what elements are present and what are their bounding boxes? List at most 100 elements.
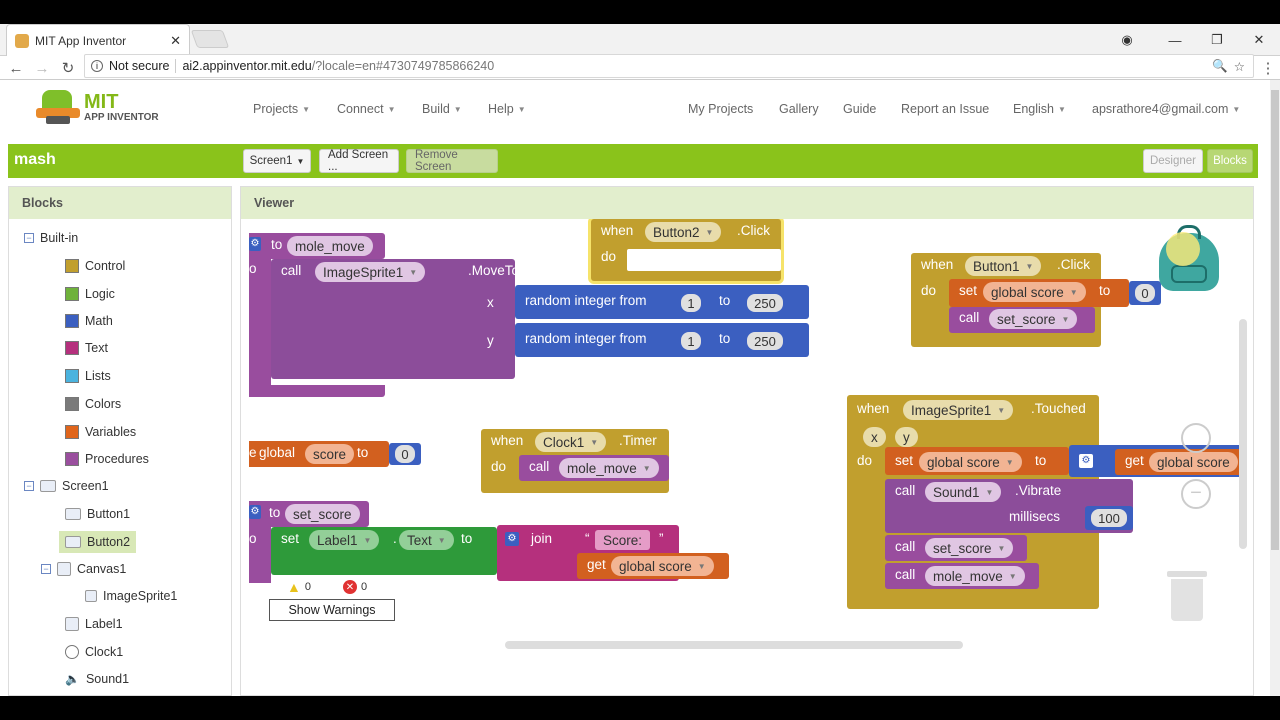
- menu-dots-icon[interactable]: ⋮: [1260, 60, 1276, 77]
- set-score-select[interactable]: set_score▼: [925, 538, 1014, 558]
- designer-button[interactable]: Designer: [1143, 149, 1203, 173]
- score-text-value[interactable]: Score:: [595, 530, 651, 550]
- global-score-select[interactable]: global score▼: [611, 556, 714, 576]
- tree-procedures[interactable]: Procedures: [65, 448, 149, 470]
- blocks-button[interactable]: Blocks: [1207, 149, 1253, 173]
- button-icon: [65, 508, 81, 520]
- random-y-max[interactable]: 250: [747, 332, 783, 350]
- collapse-icon[interactable]: −: [41, 564, 51, 574]
- global-score-select[interactable]: global score▼: [919, 452, 1022, 472]
- set-score-select[interactable]: set_score▼: [989, 309, 1078, 329]
- sprite-select[interactable]: ImageSprite1▼: [315, 262, 426, 282]
- tree-screen1[interactable]: −Screen1: [24, 475, 109, 497]
- forward-icon[interactable]: →: [34, 59, 50, 77]
- tree-math[interactable]: Math: [65, 310, 113, 332]
- mole-move-select[interactable]: mole_move▼: [559, 458, 659, 478]
- tree-logic[interactable]: Logic: [65, 283, 115, 305]
- browser-tab[interactable]: MIT App Inventor ✕: [6, 24, 190, 56]
- link-guide[interactable]: Guide: [843, 102, 877, 116]
- menu-language[interactable]: English▼: [1013, 102, 1066, 116]
- procedure-name-set-score[interactable]: set_score: [285, 504, 360, 524]
- link-gallery[interactable]: Gallery: [779, 102, 819, 116]
- page-scrollbar-thumb[interactable]: [1271, 90, 1279, 550]
- bookmark-star-icon[interactable]: ☆: [1233, 59, 1245, 74]
- tree-sound1[interactable]: 🔈Sound1: [65, 672, 130, 686]
- close-window-icon[interactable]: ✕: [1253, 32, 1265, 47]
- add-screen-button[interactable]: Add Screen ...: [319, 149, 399, 173]
- address-bar[interactable]: i Not secure ai2.appinventor.mit.edu/?lo…: [84, 54, 1254, 78]
- show-warnings-button[interactable]: Show Warnings: [269, 599, 395, 621]
- tree-lists[interactable]: Lists: [65, 365, 111, 387]
- zoom-out-icon[interactable]: −: [1181, 479, 1211, 509]
- tree-label1[interactable]: Label1: [65, 613, 123, 635]
- warning-indicator[interactable]: ▲0 ✕0: [287, 579, 368, 595]
- to-label: to: [461, 531, 473, 546]
- tree-text[interactable]: Text: [65, 337, 108, 359]
- button1-select[interactable]: Button1▼: [965, 256, 1042, 276]
- zero-value[interactable]: 0: [395, 445, 415, 463]
- param-y[interactable]: y: [895, 427, 918, 447]
- call-label: call: [895, 483, 916, 498]
- button2-select[interactable]: Button2▼: [645, 222, 722, 242]
- app-inventor-logo-icon[interactable]: [36, 90, 80, 126]
- tree-colors[interactable]: Colors: [65, 393, 121, 415]
- tree-builtin[interactable]: −Built-in: [24, 227, 78, 249]
- screen-select[interactable]: Screen1▼: [243, 149, 311, 173]
- link-my-projects[interactable]: My Projects: [688, 102, 754, 116]
- x-arg-label: x: [487, 295, 494, 310]
- random-y-min[interactable]: 1: [681, 332, 701, 350]
- menu-build[interactable]: Build▼: [422, 102, 462, 116]
- tree-variables[interactable]: Variables: [65, 421, 136, 443]
- blocks-workspace[interactable]: ⚙ to mole_move o call ImageSprite1▼ .Mov…: [249, 219, 1247, 695]
- hundred-value[interactable]: 100: [1091, 509, 1127, 527]
- score-name-field[interactable]: score: [305, 444, 355, 464]
- tree-canvas1[interactable]: −Canvas1: [41, 558, 126, 580]
- random-x-min[interactable]: 1: [681, 294, 701, 312]
- remove-screen-button[interactable]: Remove Screen: [406, 149, 498, 173]
- menu-projects[interactable]: Projects▼: [253, 102, 311, 116]
- collapse-icon[interactable]: −: [24, 481, 34, 491]
- dot-label: .: [393, 531, 397, 546]
- tree-button1[interactable]: Button1: [65, 503, 130, 525]
- label1-select[interactable]: Label1▼: [309, 530, 380, 550]
- set-label: set: [959, 283, 978, 298]
- profile-icon[interactable]: ◉: [1121, 32, 1133, 47]
- do-label: do: [601, 249, 617, 264]
- global-score-select[interactable]: global score: [1149, 452, 1238, 472]
- random-x-max[interactable]: 250: [747, 294, 783, 312]
- menu-connect[interactable]: Connect▼: [337, 102, 396, 116]
- new-tab-button[interactable]: [190, 30, 230, 48]
- tree-button2[interactable]: Button2: [59, 531, 137, 553]
- tab-close-icon[interactable]: ✕: [170, 32, 181, 48]
- zoom-icon[interactable]: 🔍: [1212, 58, 1228, 73]
- trash-icon[interactable]: [1167, 567, 1207, 623]
- mole-move-select[interactable]: mole_move▼: [925, 566, 1025, 586]
- tree-imagesprite1[interactable]: ImageSprite1: [85, 585, 177, 607]
- zero-value[interactable]: 0: [1135, 284, 1155, 302]
- minimize-icon[interactable]: —: [1168, 32, 1182, 48]
- browser-tab-strip: MIT App Inventor ✕ ◉ — ❐ ✕: [0, 24, 1280, 56]
- restore-icon[interactable]: ❐: [1211, 32, 1223, 47]
- collapse-icon[interactable]: −: [24, 233, 34, 243]
- set-label: set: [895, 453, 914, 468]
- global-score-select[interactable]: global score▼: [983, 282, 1086, 302]
- set-label1-text-block[interactable]: [271, 527, 497, 575]
- param-x[interactable]: x: [863, 427, 886, 447]
- clock1-select[interactable]: Clock1▼: [535, 432, 607, 452]
- call-label: call: [529, 459, 550, 474]
- recenter-icon[interactable]: [1181, 423, 1211, 453]
- text-property-select[interactable]: Text▼: [399, 530, 454, 550]
- back-icon[interactable]: ←: [8, 59, 24, 77]
- reload-icon[interactable]: ↻: [61, 60, 75, 77]
- link-report-issue[interactable]: Report an Issue: [901, 102, 990, 116]
- procedure-name-mole-move[interactable]: mole_move: [287, 236, 373, 256]
- tree-control[interactable]: Control: [65, 255, 125, 277]
- workspace-vertical-scrollbar[interactable]: [1239, 319, 1247, 549]
- viewer-panel: Viewer ⚙ to mole_move o call ImageSprite…: [240, 186, 1254, 696]
- workspace-horizontal-scrollbar[interactable]: [505, 641, 963, 649]
- imagesprite1-select[interactable]: ImageSprite1▼: [903, 400, 1014, 420]
- tree-clock1[interactable]: Clock1: [65, 641, 123, 663]
- sound1-select[interactable]: Sound1▼: [925, 482, 1002, 502]
- menu-help[interactable]: Help▼: [488, 102, 526, 116]
- menu-account[interactable]: apsrathore4@gmail.com▼: [1092, 102, 1241, 116]
